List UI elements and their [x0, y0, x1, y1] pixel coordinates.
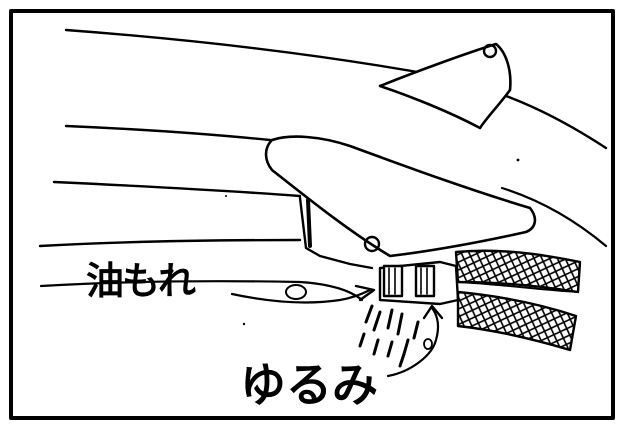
- rear-bracket: [378, 42, 512, 130]
- oil-leak-leader: [230, 288, 372, 304]
- boom-base-curve: [39, 280, 364, 302]
- speck: [225, 195, 227, 197]
- hose-lower: [456, 290, 578, 352]
- loose-label: ゆるみ: [240, 358, 378, 412]
- fitting-nut-right: [414, 264, 436, 298]
- oil-leak-bubble: [285, 284, 307, 300]
- boom-bottom-curve: [38, 238, 302, 248]
- frame-border: [9, 9, 615, 420]
- boom-middle-curve: [64, 124, 272, 142]
- hose-upper: [454, 249, 582, 294]
- oil-leak-arrowhead: [354, 284, 376, 302]
- speck: [516, 158, 520, 162]
- front-bracket-bolt: [363, 235, 381, 253]
- front-bracket: [264, 135, 537, 258]
- hose-edge: [457, 281, 579, 293]
- loose-leader: [386, 306, 440, 378]
- oil-drips: [358, 304, 420, 368]
- boom-lower-curve: [52, 180, 302, 198]
- mount-block: [298, 196, 374, 270]
- loose-bubble: [423, 338, 433, 350]
- rear-bracket-bolt: [482, 43, 498, 59]
- fitting-nut-left: [382, 264, 404, 298]
- fitting-nut-lines: [388, 267, 428, 295]
- boom-top-curve: [64, 28, 608, 150]
- loose-arrowhead: [422, 304, 444, 320]
- speck: [242, 322, 246, 326]
- mount-block-side: [306, 198, 312, 248]
- boom-right-edge: [500, 186, 608, 248]
- oil-leak-label: 油もれ: [86, 259, 196, 303]
